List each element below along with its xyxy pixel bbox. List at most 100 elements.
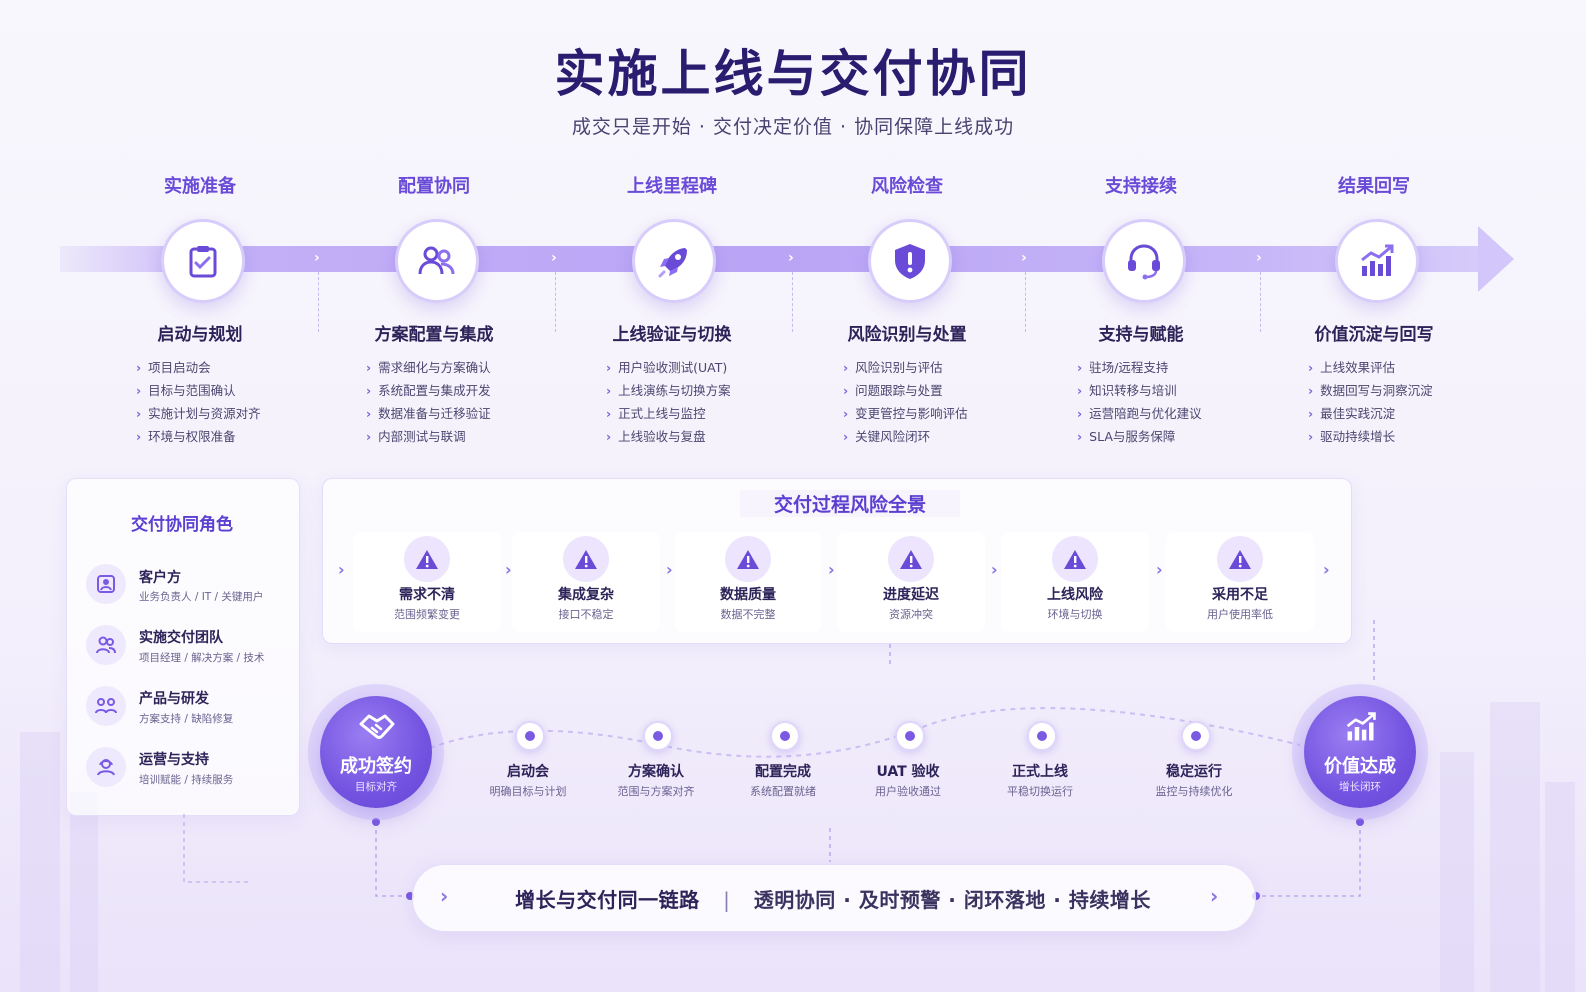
phase-title: 方案配置与集成 (374, 325, 494, 345)
shield-alert-icon (895, 244, 925, 279)
phase-divider (555, 272, 556, 332)
chevron-right-icon: › (314, 250, 320, 266)
page-subtitle: 成交只是开始 · 交付决定价值 · 协同保障上线成功 (571, 116, 1015, 138)
risk-name: 需求不清 (399, 587, 455, 603)
milestone-desc: 系统配置就绪 (750, 785, 816, 798)
phase-title: 风险识别与处置 (847, 325, 967, 345)
milestone-name: 启动会 (507, 764, 549, 780)
list-item: 用户验收测试(UAT) (606, 356, 731, 379)
phase-task-list: 上线效果评估 数据回写与洞察沉淀 最佳实践沉淀 驱动持续增长 (1308, 356, 1433, 448)
phase-tag: 结果回写 (1338, 176, 1410, 197)
list-item: 实施计划与资源对齐 (136, 402, 261, 425)
milestone-desc: 监控与持续优化 (1155, 785, 1233, 798)
growth-chart-icon (1346, 712, 1376, 741)
page-title: 实施上线与交付协同 (554, 45, 1032, 103)
phase-divider (792, 272, 793, 332)
headset-icon (1128, 244, 1160, 280)
timeline-band (60, 246, 1480, 272)
phase-task-list: 需求细化与方案确认 系统配置与集成开发 数据准备与迁移验证 内部测试与联调 (366, 356, 491, 448)
phase-node (868, 219, 952, 303)
clipboard-check-icon (189, 246, 217, 278)
growth-chart-icon (1361, 244, 1394, 276)
chevron-right-icon: › (828, 560, 835, 579)
list-item: 知识转移与培训 (1077, 379, 1202, 402)
milestone-dot (1181, 721, 1211, 751)
milestone-start: 成功签约 目标对齐 (320, 696, 432, 808)
list-item: 数据回写与洞察沉淀 (1308, 379, 1433, 402)
milestone-dot (515, 721, 545, 751)
client-icon (86, 564, 126, 604)
list-item: 需求细化与方案确认 (366, 356, 491, 379)
warning-icon (725, 536, 771, 582)
role-desc: 方案支持 / 缺陷修复 (139, 713, 234, 725)
chevron-right-icon: › (1323, 560, 1330, 579)
footer-separator: | (723, 888, 731, 912)
milestone-end: 价值达成 增长闭环 (1304, 696, 1416, 808)
list-item: 最佳实践沉淀 (1308, 402, 1433, 425)
milestone-start-sub: 目标对齐 (355, 781, 397, 793)
chevron-right-icon: › (505, 560, 512, 579)
support-person-icon (86, 747, 126, 787)
list-item: 上线效果评估 (1308, 356, 1433, 379)
risk-name: 进度延迟 (883, 587, 939, 603)
milestone-dot (1027, 721, 1057, 751)
list-item: 运营陪跑与优化建议 (1077, 402, 1202, 425)
milestone-end-label: 价值达成 (1324, 756, 1396, 777)
role-name: 运营与支持 (139, 752, 209, 768)
milestone-dot (895, 721, 925, 751)
footer-text: 增长与交付同一链路 | 透明协同 · 及时预警 · 闭环落地 · 持续增长 (412, 884, 1254, 913)
chevron-right-icon: › (788, 250, 794, 266)
role-name: 客户方 (139, 570, 181, 586)
risk-desc: 环境与切换 (1047, 608, 1103, 621)
risk-desc: 范围频繁变更 (394, 608, 460, 621)
phase-tag: 风险检查 (871, 176, 943, 197)
risk-name: 集成复杂 (558, 587, 614, 603)
timeline-arrow-head (1478, 226, 1514, 292)
milestone-desc: 用户验收通过 (875, 785, 941, 798)
phase-node (395, 219, 479, 303)
phase-tag: 实施准备 (164, 176, 236, 197)
delivery-team-icon (86, 625, 126, 665)
list-item: 环境与权限准备 (136, 425, 261, 448)
footer-lead: 增长与交付同一链路 (515, 888, 700, 912)
list-item: 风险识别与评估 (843, 356, 968, 379)
role-desc: 培训赋能 / 持续服务 (139, 774, 234, 786)
list-item: 目标与范围确认 (136, 379, 261, 402)
phase-title: 支持与赋能 (1098, 325, 1184, 345)
phase-divider (318, 272, 319, 332)
chevron-right-icon: › (1256, 250, 1262, 266)
phase-title: 价值沉淀与回写 (1314, 325, 1434, 345)
chevron-right-icon: › (338, 560, 345, 579)
phase-divider (1025, 272, 1026, 332)
phase-node (1102, 219, 1186, 303)
role-desc: 项目经理 / 解决方案 / 技术 (139, 652, 265, 664)
phase-node (632, 219, 716, 303)
phase-tag: 上线里程碑 (627, 176, 717, 197)
warning-icon (404, 536, 450, 582)
list-item: 上线验收与复盘 (606, 425, 731, 448)
rocket-icon (658, 248, 687, 278)
milestone-name: 方案确认 (628, 764, 684, 780)
phase-node (1335, 219, 1419, 303)
phase-title: 启动与规划 (157, 325, 243, 345)
list-item: 驻场/远程支持 (1077, 356, 1202, 379)
team-users-icon (418, 246, 455, 275)
milestone-name: UAT 验收 (876, 764, 940, 780)
chevron-right-icon: › (551, 250, 557, 266)
phase-task-list: 用户验收测试(UAT) 上线演练与切换方案 正式上线与监控 上线验收与复盘 (606, 356, 731, 448)
risk-desc: 用户使用率低 (1207, 608, 1273, 621)
chevron-right-icon: › (1156, 560, 1163, 579)
chevron-right-icon: › (1021, 250, 1027, 266)
phase-task-list: 驻场/远程支持 知识转移与培训 运营陪跑与优化建议 SLA与服务保障 (1077, 356, 1202, 448)
list-item: 正式上线与监控 (606, 402, 731, 425)
list-item: 系统配置与集成开发 (366, 379, 491, 402)
milestone-desc: 范围与方案对齐 (617, 785, 695, 798)
milestone-desc: 平稳切换运行 (1007, 785, 1073, 798)
milestone-start-label: 成功签约 (340, 756, 412, 777)
warning-icon (1052, 536, 1098, 582)
roles-title: 交付协同角色 (131, 515, 233, 535)
role-desc: 业务负责人 / IT / 关键用户 (139, 591, 264, 603)
role-name: 实施交付团队 (139, 630, 223, 646)
list-item: 内部测试与联调 (366, 425, 491, 448)
